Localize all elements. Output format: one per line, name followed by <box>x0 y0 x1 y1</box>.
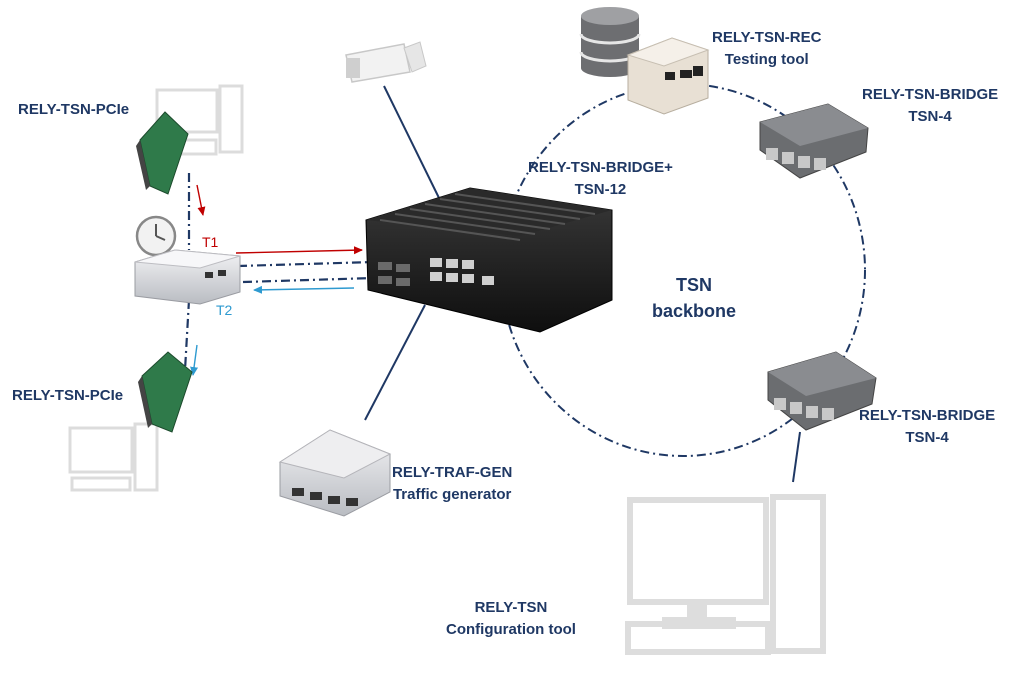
bridge-bottom-label: RELY-TSN-BRIDGE TSN-4 <box>859 405 995 449</box>
link-clock-switch-bottom <box>242 276 375 284</box>
link-pcie-bottom <box>183 299 191 371</box>
dashdot-links <box>183 173 375 371</box>
desktop-computer-icon <box>625 494 826 655</box>
pcie-bottom-label: RELY-TSN-PCIe <box>12 387 124 404</box>
camera-link <box>383 85 441 201</box>
pcie-card-icon <box>138 351 193 433</box>
clock-icon <box>135 215 177 257</box>
bridge-top-name: RELY-TSN-BRIDGE <box>862 86 999 103</box>
t2-arrow-down <box>190 344 199 376</box>
tsn-rec-box <box>626 37 710 115</box>
database-icon <box>579 7 641 77</box>
bridge-plus-desc: TSN-12 <box>574 181 627 198</box>
solid-links <box>364 85 801 483</box>
traffic-generator-box <box>278 429 392 517</box>
bridge-bottom-name: RELY-TSN-BRIDGE <box>859 407 996 424</box>
tsn-switch-icon <box>759 103 869 179</box>
bridge-top-label: RELY-TSN-BRIDGE TSN-4 <box>862 84 998 128</box>
t2-label: T2 <box>216 302 233 318</box>
config-name: RELY-TSN <box>474 599 548 616</box>
backbone-line1: TSN <box>676 275 713 295</box>
bridge-plus-name: RELY-TSN-BRIDGE+ <box>528 159 673 176</box>
pcie-top-label: RELY-TSN-PCIe <box>18 101 130 118</box>
t2-arrow-left <box>253 285 355 294</box>
tsn-switch-icon <box>767 351 877 431</box>
trafgen-label: RELY-TRAF-GEN Traffic generator <box>392 462 512 506</box>
bridge-plus-label: RELY-TSN-BRIDGE+ TSN-12 <box>528 157 673 201</box>
tsn-recorder-box <box>134 249 241 305</box>
desktop-computer-icon <box>68 422 159 492</box>
trafgen-desc: Traffic generator <box>392 486 512 503</box>
bridge-top-desc: TSN-4 <box>908 108 952 125</box>
backbone-label: TSN backbone <box>652 272 736 324</box>
pcie-card-icon <box>136 111 189 195</box>
config-link <box>792 431 801 483</box>
rec-desc: Testing tool <box>724 51 809 68</box>
bridge-bottom-desc: TSN-4 <box>905 429 949 446</box>
tsn-switch-icon <box>365 187 613 333</box>
link-clock-switch-top <box>237 260 375 268</box>
rec-name: RELY-TSN-REC <box>712 29 822 46</box>
t1-arrow-right <box>235 246 363 255</box>
t1-label: T1 <box>202 234 219 250</box>
trafgen-name: RELY-TRAF-GEN <box>392 464 513 481</box>
config-label: RELY-TSN Configuration tool <box>446 597 576 641</box>
t1-arrow-down <box>196 184 206 216</box>
config-desc: Configuration tool <box>446 621 576 638</box>
rec-label: RELY-TSN-REC Testing tool <box>712 27 821 71</box>
trafgen-link <box>364 304 426 421</box>
ip-camera-icon <box>345 41 427 83</box>
backbone-line2: backbone <box>652 301 737 321</box>
